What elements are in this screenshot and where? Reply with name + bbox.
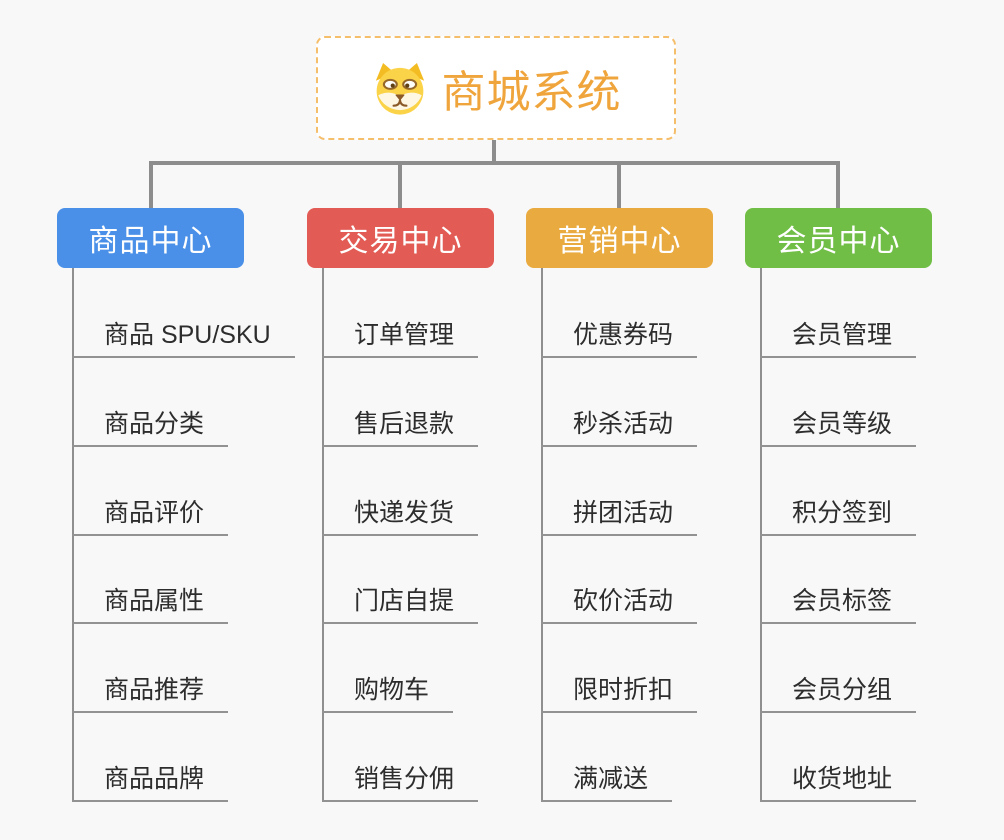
leaf-item[interactable]: 优惠券码 <box>541 312 698 358</box>
leaf-item[interactable]: 收货地址 <box>760 756 917 802</box>
root-node[interactable]: 商城系统 <box>316 36 676 140</box>
branch-member-center: 会员中心 会员管理 会员等级 积分签到 会员标签 会员分组 收货地址 <box>745 208 932 818</box>
leaf-item[interactable]: 快递发货 <box>322 490 479 536</box>
branch-box-member-center[interactable]: 会员中心 <box>745 208 932 268</box>
branch-drop-line <box>836 161 840 208</box>
leaf-item[interactable]: 积分签到 <box>760 490 917 536</box>
leaf-item[interactable]: 秒杀活动 <box>541 401 698 447</box>
branch-drop-line <box>398 161 402 208</box>
branch-box-product-center[interactable]: 商品中心 <box>57 208 244 268</box>
leaf-item[interactable]: 购物车 <box>322 667 454 713</box>
leaf-item[interactable]: 售后退款 <box>322 401 479 447</box>
leaf-item[interactable]: 商品属性 <box>72 578 229 624</box>
branch-marketing-center: 营销中心 优惠券码 秒杀活动 拼团活动 砍价活动 限时折扣 满减送 <box>526 208 713 818</box>
shiba-dog-icon <box>375 63 424 115</box>
leaf-item[interactable]: 会员管理 <box>760 312 917 358</box>
leaf-item[interactable]: 会员标签 <box>760 578 917 624</box>
leaf-item[interactable]: 商品 SPU/SKU <box>72 312 295 358</box>
leaf-item[interactable]: 会员分组 <box>760 667 917 713</box>
branch-trade-center: 交易中心 订单管理 售后退款 快递发货 门店自提 购物车 销售分佣 <box>307 208 494 818</box>
branch-drop-line <box>617 161 621 208</box>
leaf-item[interactable]: 商品评价 <box>72 490 229 536</box>
leaf-item[interactable]: 商品推荐 <box>72 667 229 713</box>
leaf-item[interactable]: 拼团活动 <box>541 490 698 536</box>
leaf-item[interactable]: 商品分类 <box>72 401 229 447</box>
horizontal-connector-line <box>149 161 840 165</box>
leaf-item[interactable]: 订单管理 <box>322 312 479 358</box>
branch-drop-line <box>149 161 153 208</box>
leaf-item[interactable]: 销售分佣 <box>322 756 479 802</box>
branch-product-center: 商品中心 商品 SPU/SKU 商品分类 商品评价 商品属性 商品推荐 商品品牌 <box>57 208 295 818</box>
leaf-item[interactable]: 会员等级 <box>760 401 917 447</box>
branch-box-trade-center[interactable]: 交易中心 <box>307 208 494 268</box>
leaf-item[interactable]: 满减送 <box>541 756 673 802</box>
branch-box-marketing-center[interactable]: 营销中心 <box>526 208 713 268</box>
leaf-item[interactable]: 门店自提 <box>322 578 479 624</box>
leaf-item[interactable]: 砍价活动 <box>541 578 698 624</box>
leaf-item[interactable]: 限时折扣 <box>541 667 698 713</box>
root-connector-line <box>492 140 496 165</box>
root-title: 商城系统 <box>441 68 622 117</box>
leaf-item[interactable]: 商品品牌 <box>72 756 229 802</box>
